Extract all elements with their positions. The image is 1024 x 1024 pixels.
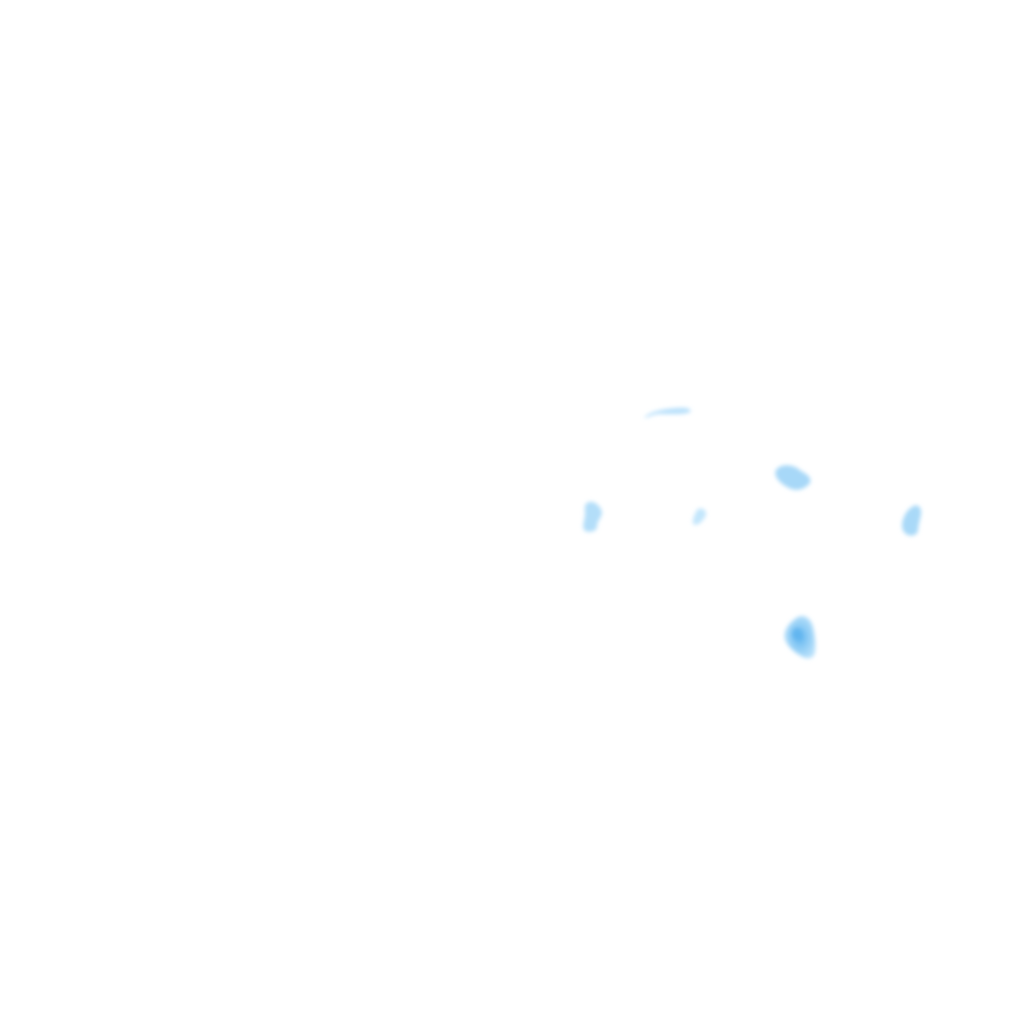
precip-cell-west (583, 501, 602, 532)
precip-cell-north-streak (644, 407, 691, 418)
precip-cell-east (902, 505, 922, 536)
precip-cell-central-small (692, 508, 707, 525)
precip-cell-northeast (775, 465, 811, 490)
precip-cell-south-core (792, 628, 802, 640)
